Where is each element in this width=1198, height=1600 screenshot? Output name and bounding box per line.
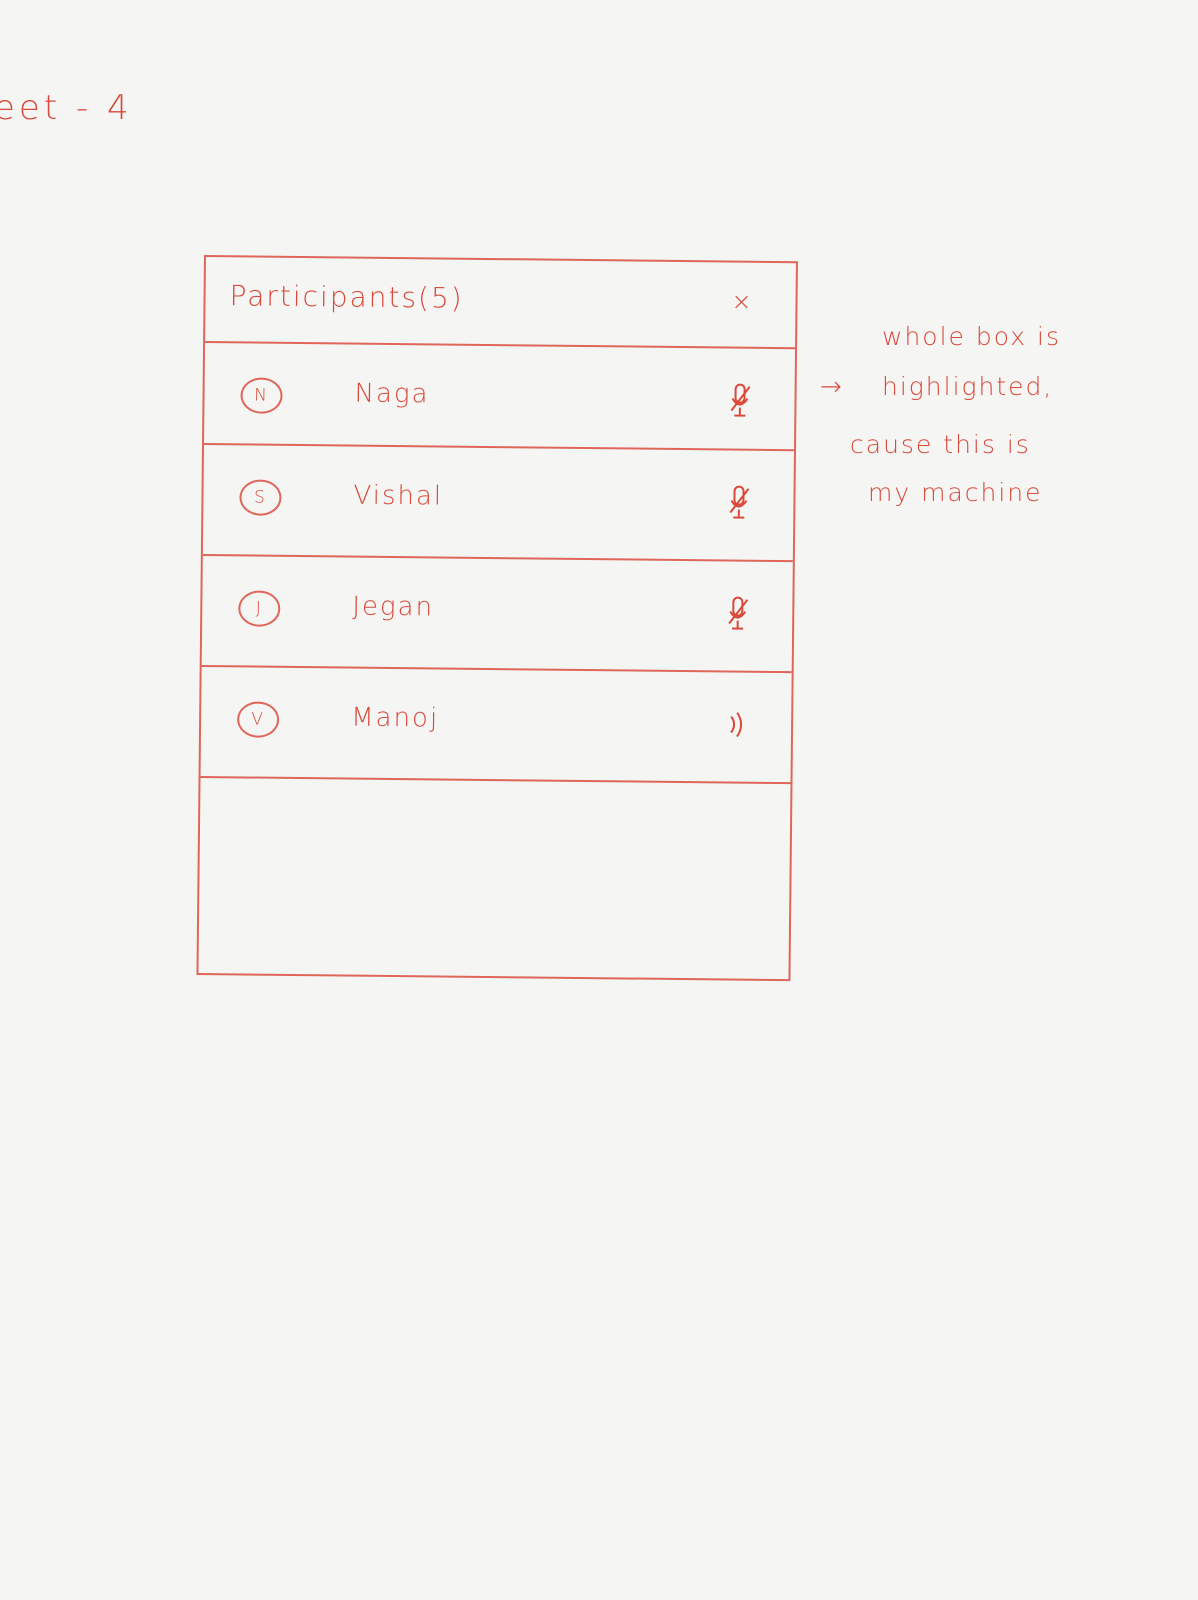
note-line: my machine bbox=[868, 478, 1043, 507]
avatar: S bbox=[239, 479, 282, 516]
sheet-label: eet - 4 bbox=[0, 88, 133, 128]
panel-header: Participants(5) × bbox=[205, 257, 796, 350]
mic-muted-icon[interactable] bbox=[726, 380, 754, 420]
avatar: N bbox=[240, 377, 283, 414]
note-line: highlighted, bbox=[882, 372, 1054, 401]
participant-name: Naga bbox=[354, 378, 430, 410]
mic-muted-icon[interactable] bbox=[724, 593, 752, 633]
participant-row-vishal[interactable]: S Vishal bbox=[202, 445, 794, 563]
panel-title: Participants(5) bbox=[229, 279, 464, 315]
participants-panel: Participants(5) × N Naga S Vishal bbox=[196, 255, 798, 982]
participant-row-jegan[interactable]: J Jegan bbox=[201, 556, 793, 674]
participant-row-manoj[interactable]: V Manoj bbox=[200, 666, 792, 785]
note-line: whole box is bbox=[882, 322, 1061, 351]
note-line: cause this is bbox=[850, 430, 1031, 459]
participant-name: Jegan bbox=[352, 591, 435, 623]
participant-name: Manoj bbox=[351, 702, 440, 734]
participant-row-naga[interactable]: N Naga bbox=[204, 343, 796, 452]
participant-name: Vishal bbox=[353, 480, 444, 512]
arrow-right-icon: → bbox=[820, 372, 844, 402]
avatar: V bbox=[236, 701, 280, 738]
avatar: J bbox=[238, 590, 281, 627]
mic-muted-icon[interactable] bbox=[725, 482, 753, 522]
close-button[interactable]: × bbox=[731, 287, 754, 316]
speaking-icon[interactable] bbox=[723, 704, 751, 744]
